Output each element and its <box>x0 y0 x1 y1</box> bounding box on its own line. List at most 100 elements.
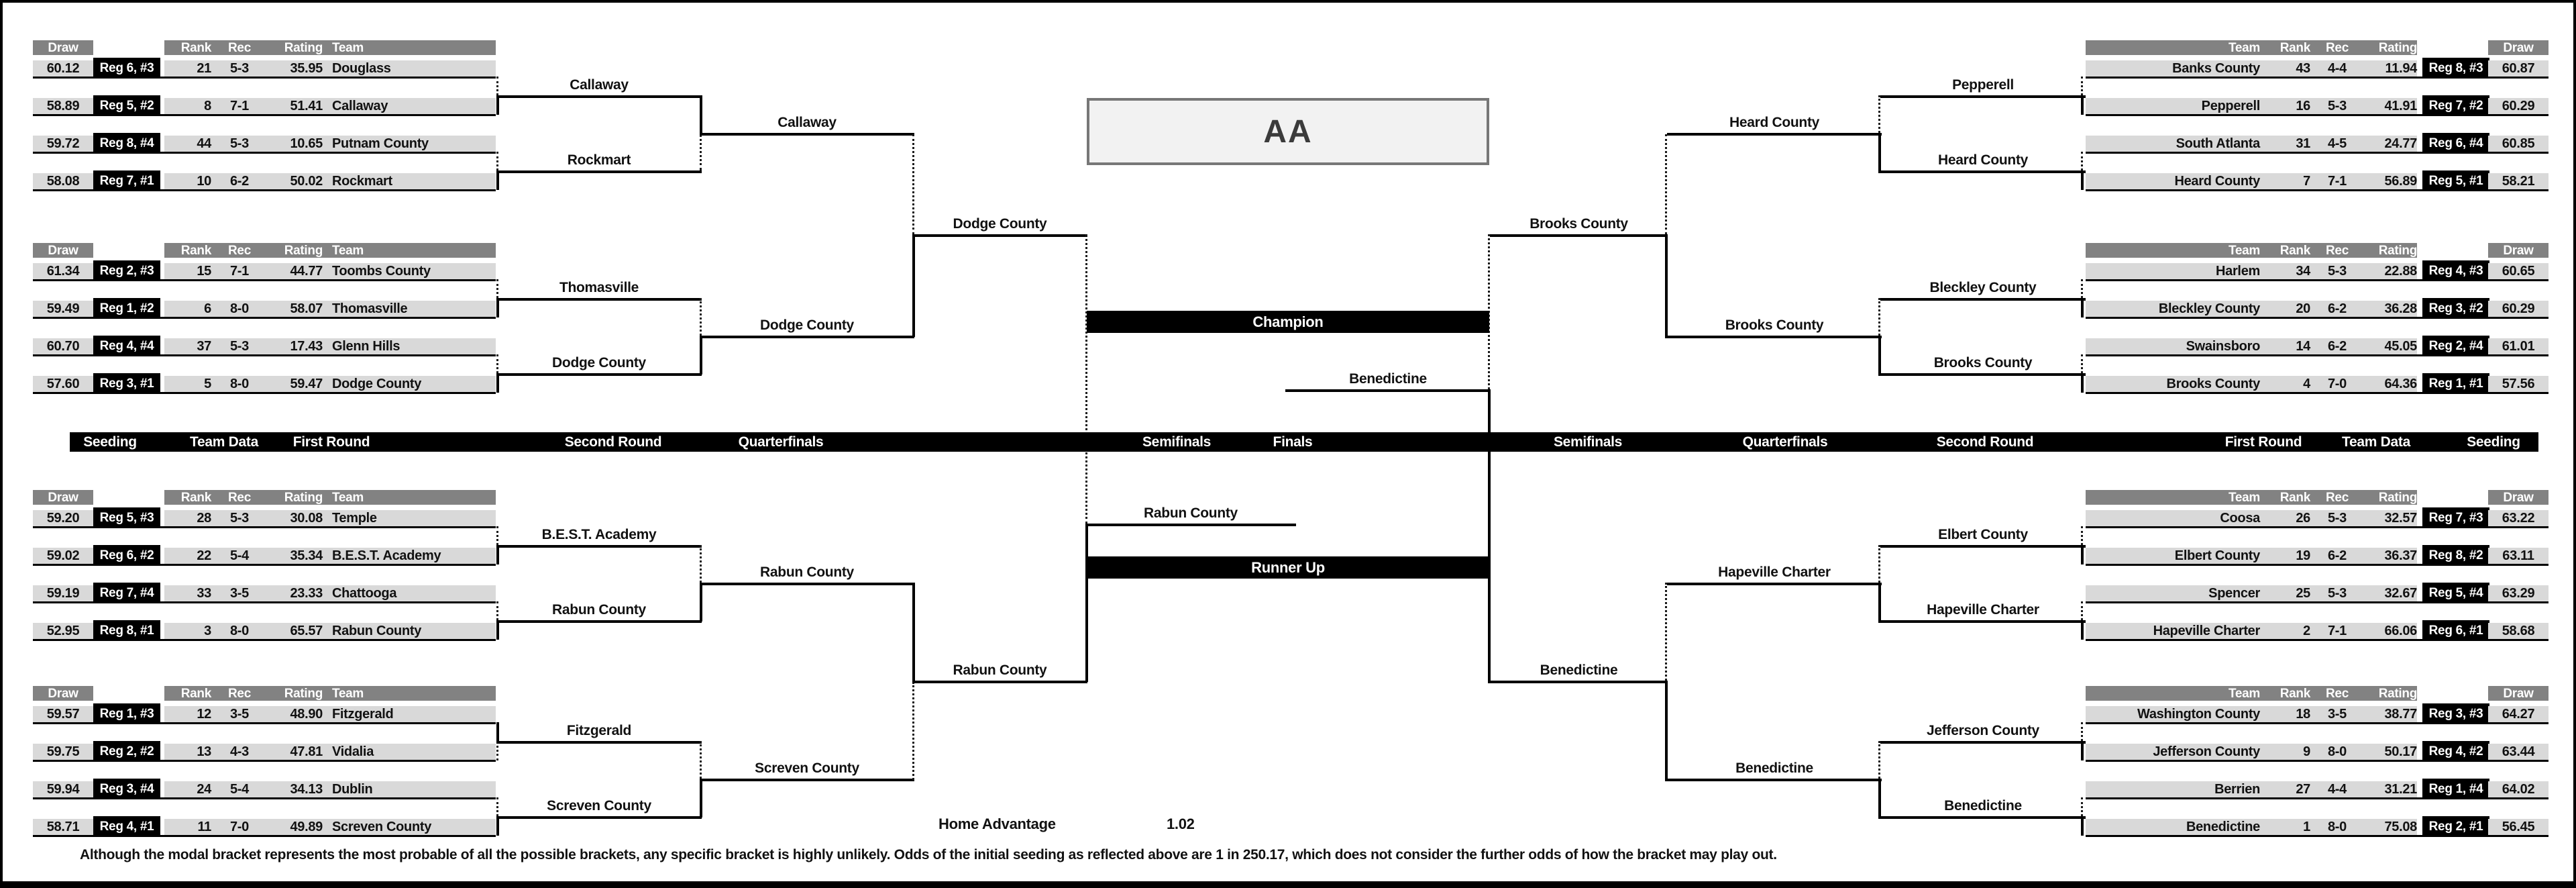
rating-value: 24.77 <box>2384 136 2417 151</box>
draw-value: 59.75 <box>33 744 93 760</box>
bracket-line <box>2081 373 2084 393</box>
bracket-line <box>2081 77 2083 95</box>
row-band <box>2086 338 2417 354</box>
col-rec: Rec <box>2326 41 2349 55</box>
advancing-team-label: Brooks County <box>1529 216 1628 232</box>
champion-bar: Champion <box>1087 311 1489 333</box>
advancing-team-label: B.E.S.T. Academy <box>541 527 657 542</box>
draw-value: 63.22 <box>2488 510 2548 526</box>
rank-value: 43 <box>2296 61 2310 76</box>
rating-value: 47.81 <box>290 744 323 759</box>
bracket-line <box>2081 545 2084 564</box>
col-rec: Rec <box>228 244 251 258</box>
team-name: Putnam County <box>332 136 429 151</box>
advancing-team-label: Bleckley County <box>1929 280 2037 295</box>
draw-value: 60.70 <box>33 338 93 354</box>
team-name: Banks County <box>2172 61 2260 76</box>
draw-value: 63.11 <box>2488 548 2548 564</box>
seed-badge: Reg 2, #3 <box>93 260 160 281</box>
advancing-team-label: Heard County <box>1729 115 1820 130</box>
col-draw: Draw <box>2503 41 2534 55</box>
team-name: Chattooga <box>332 586 397 601</box>
bracket-line <box>1878 133 1881 173</box>
seed-badge: Reg 5, #1 <box>2422 170 2489 191</box>
row-band <box>164 781 496 797</box>
bracket-line <box>496 77 498 95</box>
col-rank: Rank <box>180 244 212 258</box>
col-rating: Rating <box>2378 244 2418 258</box>
draw-value: 58.89 <box>33 98 93 114</box>
advancing-team-label: Dodge County <box>760 317 854 333</box>
team-name: Elbert County <box>2174 548 2261 563</box>
col-draw: Draw <box>2503 491 2534 505</box>
bracket-line <box>1878 779 1881 819</box>
header-band <box>2488 40 2548 55</box>
seed-badge: Reg 6, #1 <box>2422 620 2489 641</box>
bracket-line <box>2081 95 2084 115</box>
record-value: 5-3 <box>229 61 249 76</box>
bracket-line <box>2081 816 2084 836</box>
seed-badge: Reg 8, #4 <box>93 133 160 154</box>
rank-value: 13 <box>197 744 211 759</box>
record-value: 7-0 <box>229 820 249 834</box>
draw-value: 60.87 <box>2488 60 2548 77</box>
bracket-line <box>1665 134 1667 234</box>
draw-value: 59.19 <box>33 585 93 601</box>
col-draw: Draw <box>48 687 78 701</box>
rating-value: 34.13 <box>290 782 323 797</box>
rating-value: 59.47 <box>290 377 323 391</box>
draw-value: 64.02 <box>2488 781 2548 797</box>
row-band <box>164 744 496 760</box>
bracket-line <box>496 601 498 620</box>
draw-value: 60.85 <box>2488 136 2548 152</box>
runner-up-bar: Runner Up <box>1087 556 1489 579</box>
record-value: 7-1 <box>2327 174 2347 189</box>
bracket-line <box>2081 170 2084 190</box>
bracket-line <box>700 134 702 170</box>
rating-value: 48.90 <box>290 707 323 722</box>
classification-title: AA <box>1263 114 1313 150</box>
bracket-line <box>700 583 914 585</box>
bracket-line <box>1665 681 1668 781</box>
seed-badge: Reg 1, #2 <box>93 298 160 319</box>
advancing-team-label: Dodge County <box>552 355 646 371</box>
bracket-line <box>496 545 499 564</box>
seed-badge: Reg 4, #4 <box>93 336 160 356</box>
team-name: Vidalia <box>332 744 374 759</box>
col-rank: Rank <box>2279 41 2311 55</box>
record-value: 8-0 <box>229 624 249 638</box>
seed-badge: Reg 7, #2 <box>2422 95 2489 116</box>
rank-value: 44 <box>197 136 211 151</box>
col-draw: Draw <box>2503 687 2534 701</box>
col-team: Team <box>2228 41 2260 55</box>
bracket-line <box>912 134 914 234</box>
draw-value: 64.27 <box>2488 706 2548 722</box>
row-band <box>2086 60 2417 77</box>
bracket-line <box>496 95 702 98</box>
bracket-line <box>2081 354 2083 373</box>
rank-value: 21 <box>197 61 211 76</box>
record-value: 5-4 <box>229 548 249 563</box>
bracket-line <box>1880 170 2086 173</box>
bracket-line <box>1667 336 1882 338</box>
round-header-finals: Finals <box>1273 434 1313 450</box>
bracket-line <box>912 682 914 780</box>
record-value: 5-3 <box>2327 586 2347 601</box>
bracket-line <box>700 545 702 583</box>
rating-value: 44.77 <box>290 264 323 279</box>
bracket-line <box>1667 583 1882 585</box>
col-team: Team <box>332 687 364 701</box>
header-band <box>33 243 93 258</box>
header-band <box>2488 686 2548 701</box>
rank-value: 11 <box>197 820 211 834</box>
draw-value: 57.56 <box>2488 376 2548 392</box>
finalist-label: Benedictine <box>1349 371 1427 387</box>
col-rating: Rating <box>2378 41 2418 55</box>
